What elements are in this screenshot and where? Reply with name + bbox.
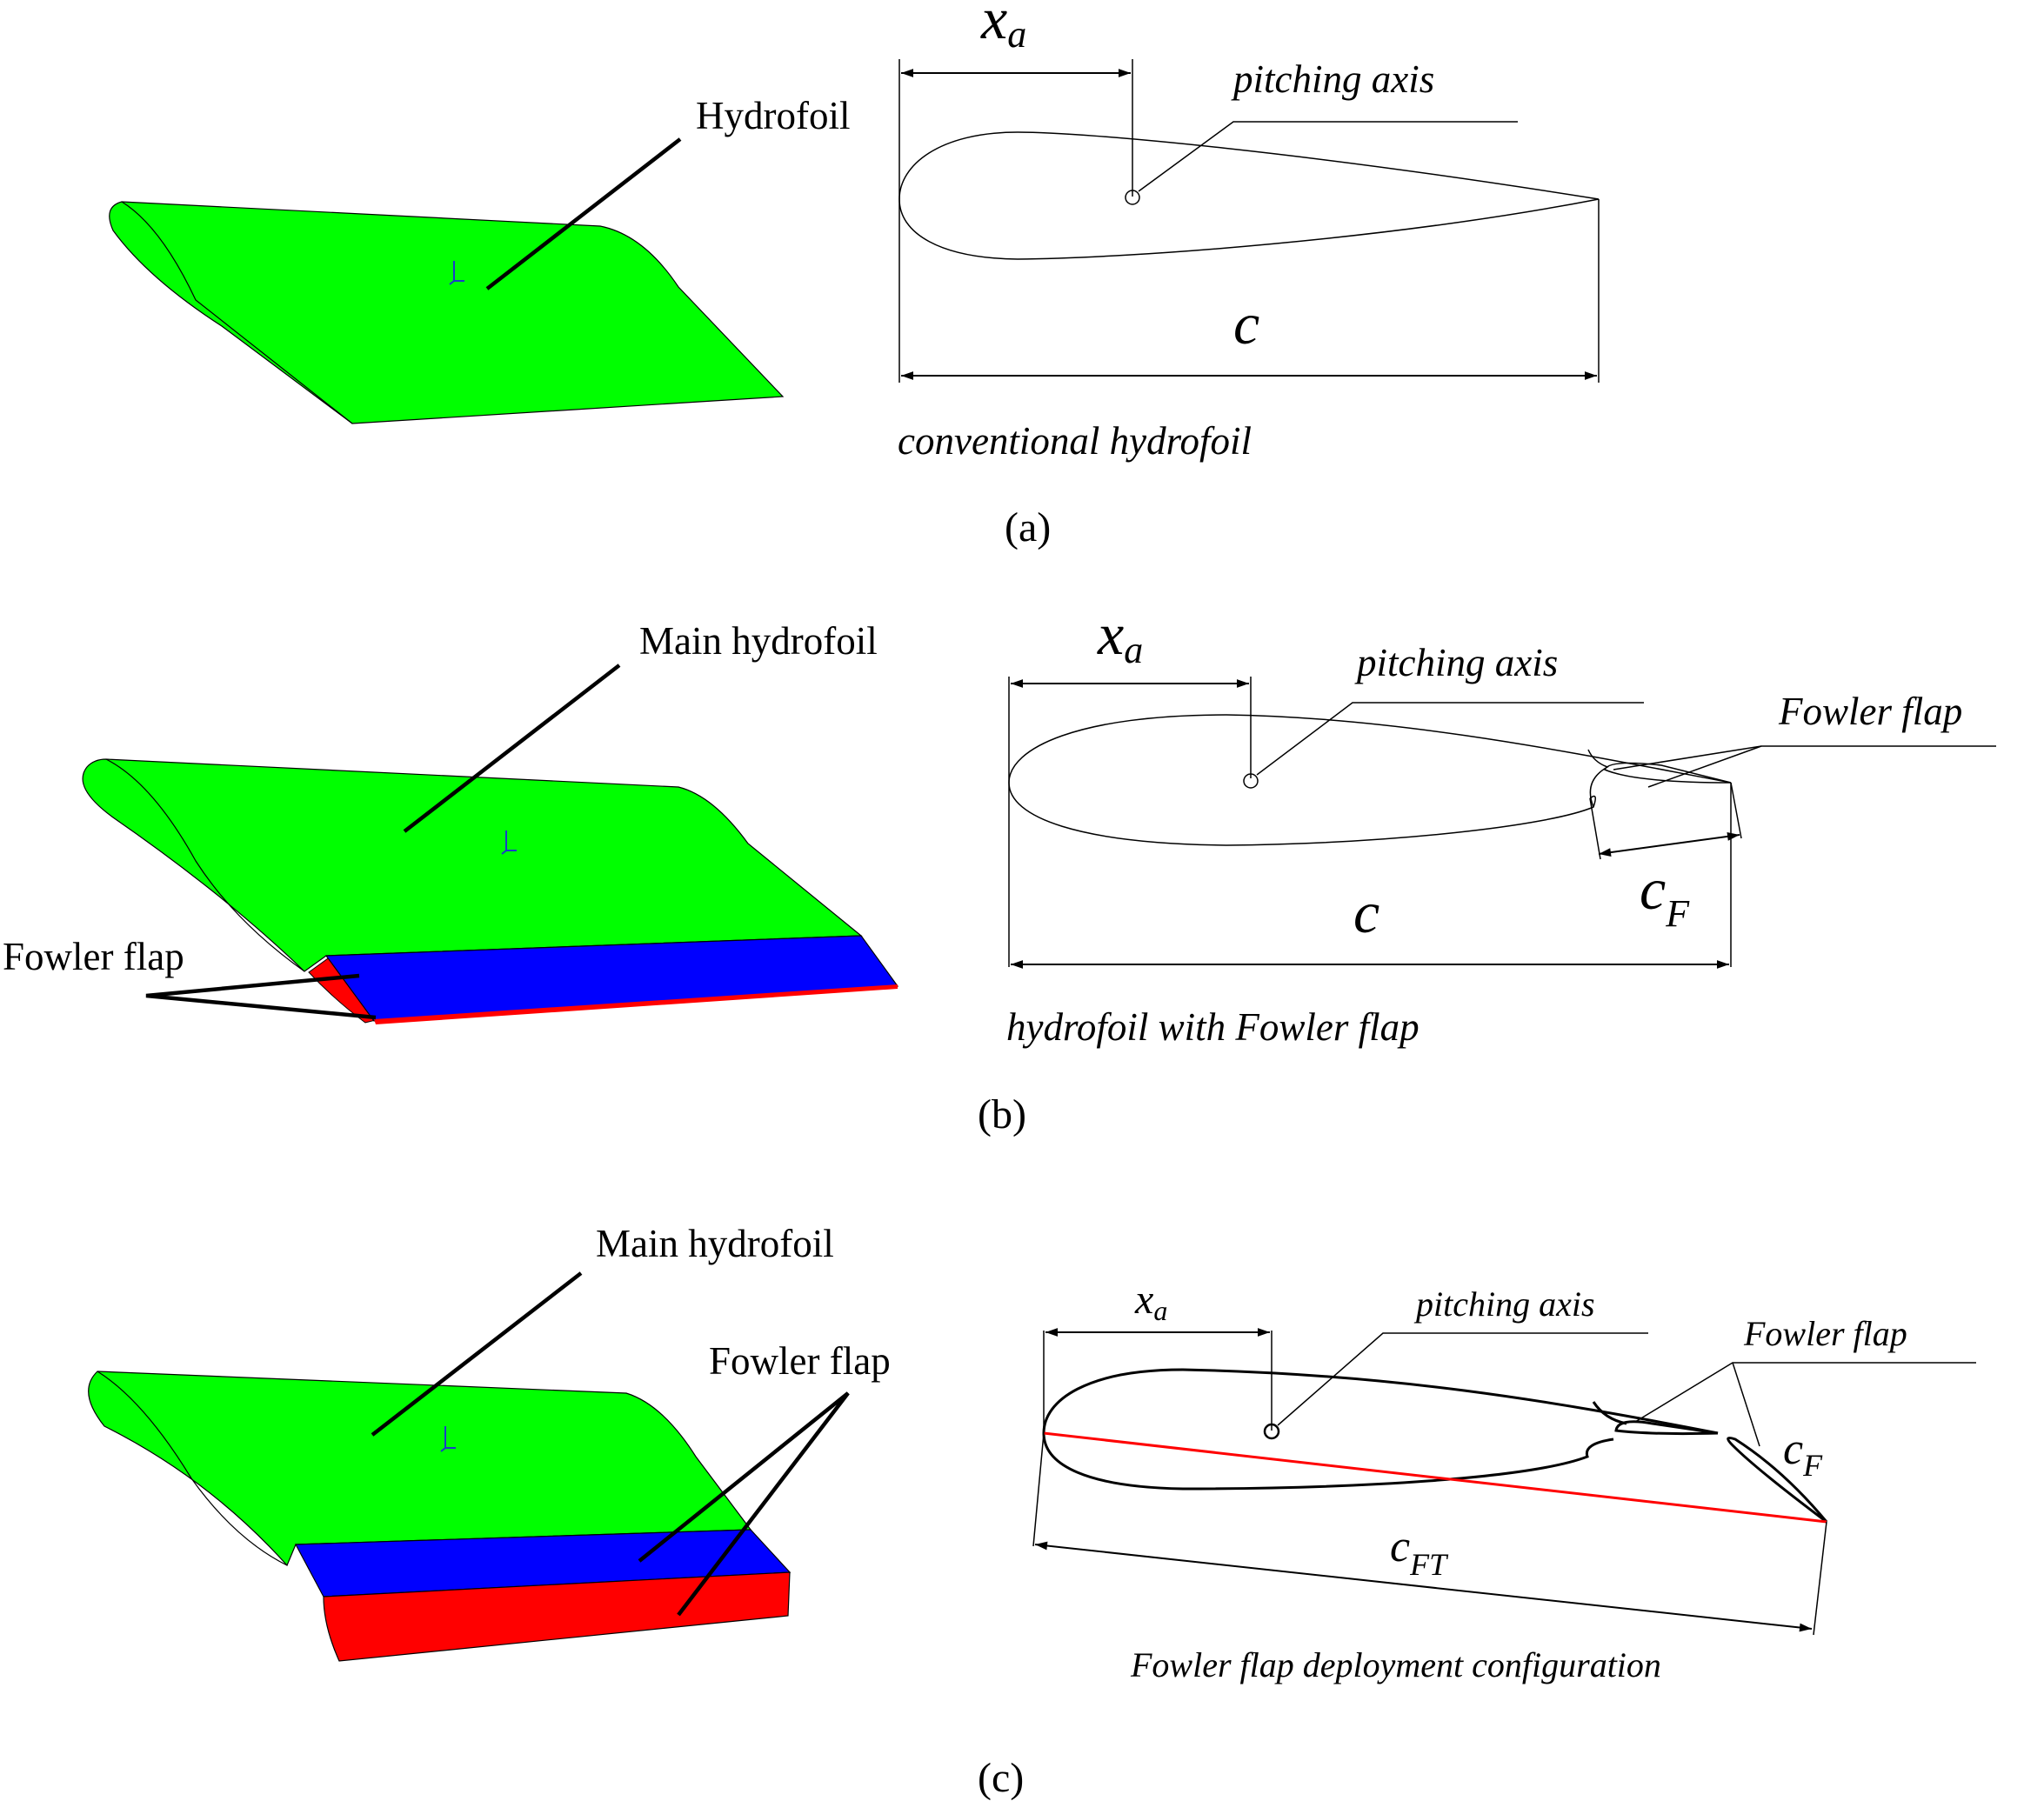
cf-extension-left <box>1589 797 1601 860</box>
hydrofoil-surface <box>109 201 785 424</box>
fowler-flap-leader-c <box>1634 1362 1976 1423</box>
hydrofoil-3d-model <box>109 201 785 424</box>
label-pitching-axis-b: pitching axis <box>1354 641 1558 684</box>
hydrofoil-leader-line <box>485 137 682 290</box>
deployed-flap-profile-c <box>1727 1437 1828 1524</box>
axis-triad-icon <box>449 261 464 285</box>
pitching-axis-leader-c <box>1277 1332 1648 1426</box>
main-hydrofoil-leader-line-c <box>371 1271 583 1437</box>
xa-symbol: xa <box>980 0 1026 56</box>
fowler-flap-leader-lines-c <box>638 1391 850 1617</box>
cf-dimension-line <box>1598 832 1740 857</box>
caption-b: (b) <box>978 1091 1026 1137</box>
diagram-title-c: Fowler flap deployment configuration <box>1130 1645 1661 1684</box>
fowler-flap-leader-lines <box>145 973 377 1020</box>
c-symbol-b: c <box>1353 879 1379 945</box>
main-hydrofoil-surface <box>82 758 863 972</box>
label-fowler-flap-c: Fowler flap <box>1743 1314 1907 1353</box>
pitching-axis-marker <box>1125 190 1140 205</box>
label-fowler-flap-b: Fowler flap <box>1778 690 1962 733</box>
cft-dimension-line <box>1034 1541 1813 1632</box>
main-airfoil-profile <box>1008 714 1732 846</box>
pitching-axis-leader-b <box>1256 702 1644 776</box>
cft-extension-left <box>1032 1432 1045 1547</box>
cft-extension-right <box>1813 1521 1827 1636</box>
fowler-flap-leader-b2 <box>1647 745 1762 788</box>
axis-triad-icon <box>440 1426 456 1452</box>
c-symbol: c <box>1233 290 1259 357</box>
label-pitching-axis: pitching axis <box>1231 57 1434 101</box>
main-airfoil-profile-c <box>1042 1368 1719 1491</box>
total-chord-line <box>1043 1431 1827 1524</box>
cft-symbol: cFT <box>1390 1522 1449 1582</box>
flap-lower-surface-c <box>323 1571 791 1662</box>
caption-c: (c) <box>978 1755 1024 1801</box>
panel-b: Main hydrofoil Fowler flap xa pitching a… <box>3 601 1996 1137</box>
axis-triad-icon <box>501 830 517 855</box>
cf-symbol: cF <box>1640 856 1690 935</box>
airfoil-profile <box>898 131 1600 260</box>
fowler-flap-profile <box>1604 762 1732 784</box>
label-fowler-flap-3d-c: Fowler flap <box>709 1339 891 1383</box>
panel-a: Hydrofoil xa pitching axis c conventiona… <box>109 0 1600 550</box>
xa-symbol-c: xa <box>1134 1277 1167 1326</box>
label-main-hydrofoil-b: Main hydrofoil <box>639 619 878 663</box>
caption-a: (a) <box>1005 504 1051 550</box>
main-hydrofoil-leading-edge <box>105 758 305 972</box>
panel-c: Main hydrofoil Fowler flap xa pitching a… <box>88 1222 1976 1801</box>
deployed-flap-3d-model <box>88 1371 792 1662</box>
diagram-title-a: conventional hydrofoil <box>898 419 1252 463</box>
cf-extension-right <box>1730 782 1742 839</box>
cf-symbol-c: cF <box>1783 1424 1823 1483</box>
hydrofoil-leading-edge <box>121 201 353 424</box>
label-main-hydrofoil-c: Main hydrofoil <box>596 1222 834 1265</box>
pitching-axis-marker-b <box>1243 773 1259 789</box>
label-fowler-flap-3d-b: Fowler flap <box>3 935 184 978</box>
diagram-title-b: hydrofoil with Fowler flap <box>1006 1005 1419 1049</box>
pitching-axis-marker-c <box>1263 1423 1280 1440</box>
fowler-flap-leader-c2 <box>1732 1362 1760 1447</box>
hydrofoil-with-flap-3d-model <box>82 758 899 1024</box>
fowler-flap-leader-b <box>1613 745 1996 770</box>
main-hydrofoil-leading-edge-c <box>97 1371 288 1566</box>
main-hydrofoil-surface-c <box>88 1371 752 1567</box>
label-hydrofoil: Hydrofoil <box>696 94 850 137</box>
slot-flap-c <box>1614 1420 1719 1436</box>
main-hydrofoil-leader-line <box>403 664 621 833</box>
fowler-flap-trailing-strip <box>374 984 898 1024</box>
label-pitching-axis-c: pitching axis <box>1413 1284 1595 1324</box>
xa-symbol-b: xa <box>1097 601 1143 671</box>
pitching-axis-leader <box>1138 121 1518 192</box>
